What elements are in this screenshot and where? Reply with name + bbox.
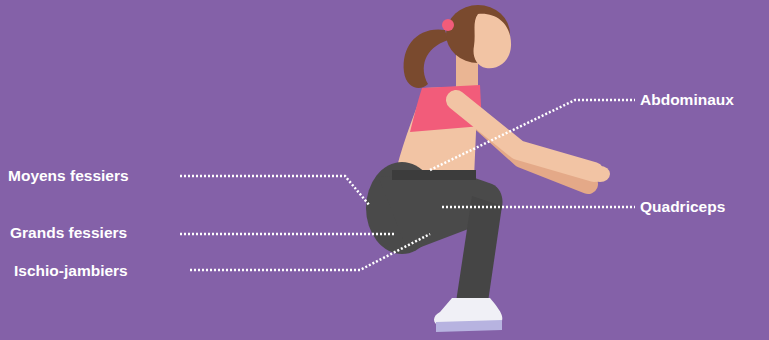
muscle-label: Ischio-jambiers	[14, 262, 128, 280]
waistband	[392, 170, 476, 180]
leader-line	[442, 206, 635, 209]
muscle-label: Quadriceps	[640, 198, 725, 216]
shoe-sole	[436, 320, 502, 332]
face	[474, 14, 512, 68]
muscle-label: Moyens fessiers	[8, 167, 129, 185]
hand	[590, 166, 610, 182]
shin	[456, 196, 502, 302]
ponytail	[404, 29, 448, 88]
leader-lines	[180, 100, 635, 270]
hair-tie	[442, 19, 454, 31]
leader-line	[180, 233, 396, 236]
front-arm	[456, 100, 594, 172]
muscle-label: Grands fessiers	[10, 224, 127, 242]
leader-line	[430, 100, 635, 170]
muscle-label: Abdominaux	[640, 91, 734, 109]
leader-line	[190, 234, 430, 270]
leader-line	[180, 176, 370, 206]
